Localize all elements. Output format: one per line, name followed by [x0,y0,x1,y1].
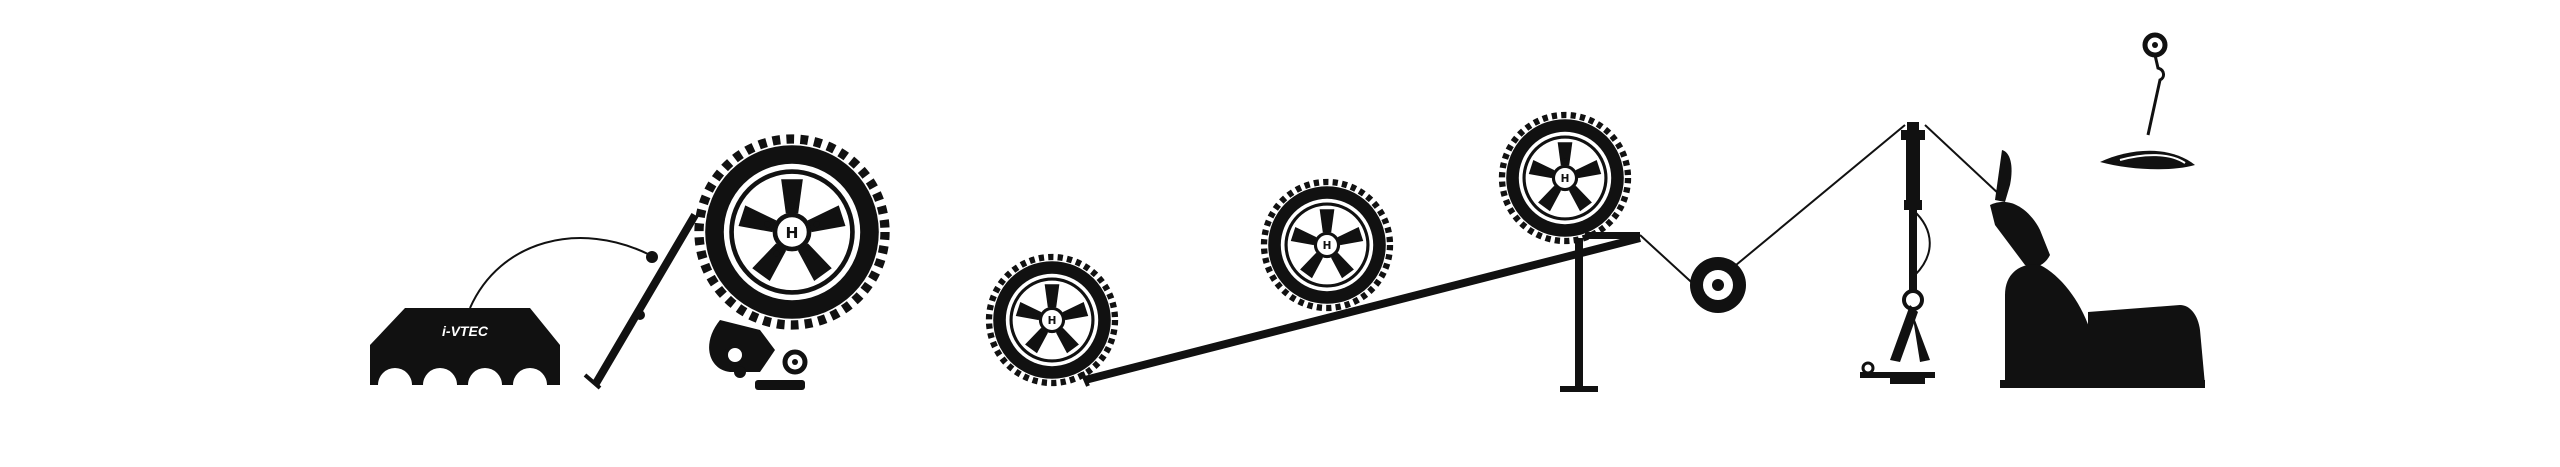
spring-coil [1912,209,1931,276]
seat-icon [2000,264,2205,388]
ramp-board [1080,232,1641,392]
chain-mechanism [709,320,808,390]
gear-shifter-icon [1990,150,2050,267]
keyring-icon [2100,32,2195,170]
cable-end-knob [646,251,658,263]
tire-icon [1502,115,1628,241]
engine-badge-text: i-VTEC [442,323,489,339]
pulley-icon [1690,257,1746,313]
shock-absorber-icon [1860,122,1935,384]
engine-block-icon: i-VTEC [370,308,560,402]
throttle-cable [469,237,651,309]
tire-icon [1264,182,1390,308]
tire-icon [699,139,885,325]
lever-arm [583,212,699,390]
tire-icon [989,257,1115,383]
